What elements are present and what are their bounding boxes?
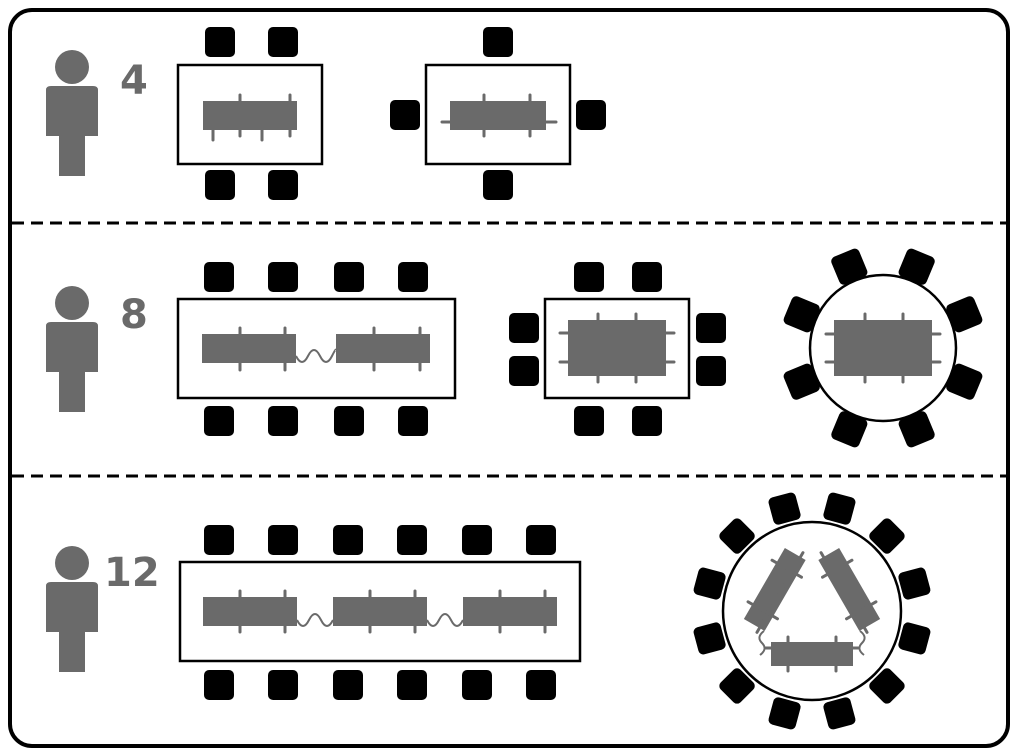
row-count-label: 8 bbox=[120, 292, 148, 338]
round-table-triangle-desks bbox=[693, 492, 931, 730]
rectangle-table-four-sides bbox=[390, 27, 606, 200]
row-count-label: 4 bbox=[120, 58, 148, 104]
person-icon bbox=[46, 286, 98, 412]
person-icon bbox=[46, 546, 98, 672]
row-4: 4 bbox=[46, 27, 606, 200]
round-table bbox=[783, 248, 983, 448]
row-8: 8 bbox=[46, 248, 983, 448]
person-icon bbox=[46, 50, 98, 176]
long-table-three-desks bbox=[178, 525, 582, 700]
rectangle-table-two-sides bbox=[176, 27, 324, 200]
row-count-label: 12 bbox=[104, 550, 160, 596]
long-table-two-desks bbox=[176, 262, 457, 436]
square-table-block bbox=[509, 262, 726, 436]
row-12: 12 bbox=[46, 492, 931, 730]
